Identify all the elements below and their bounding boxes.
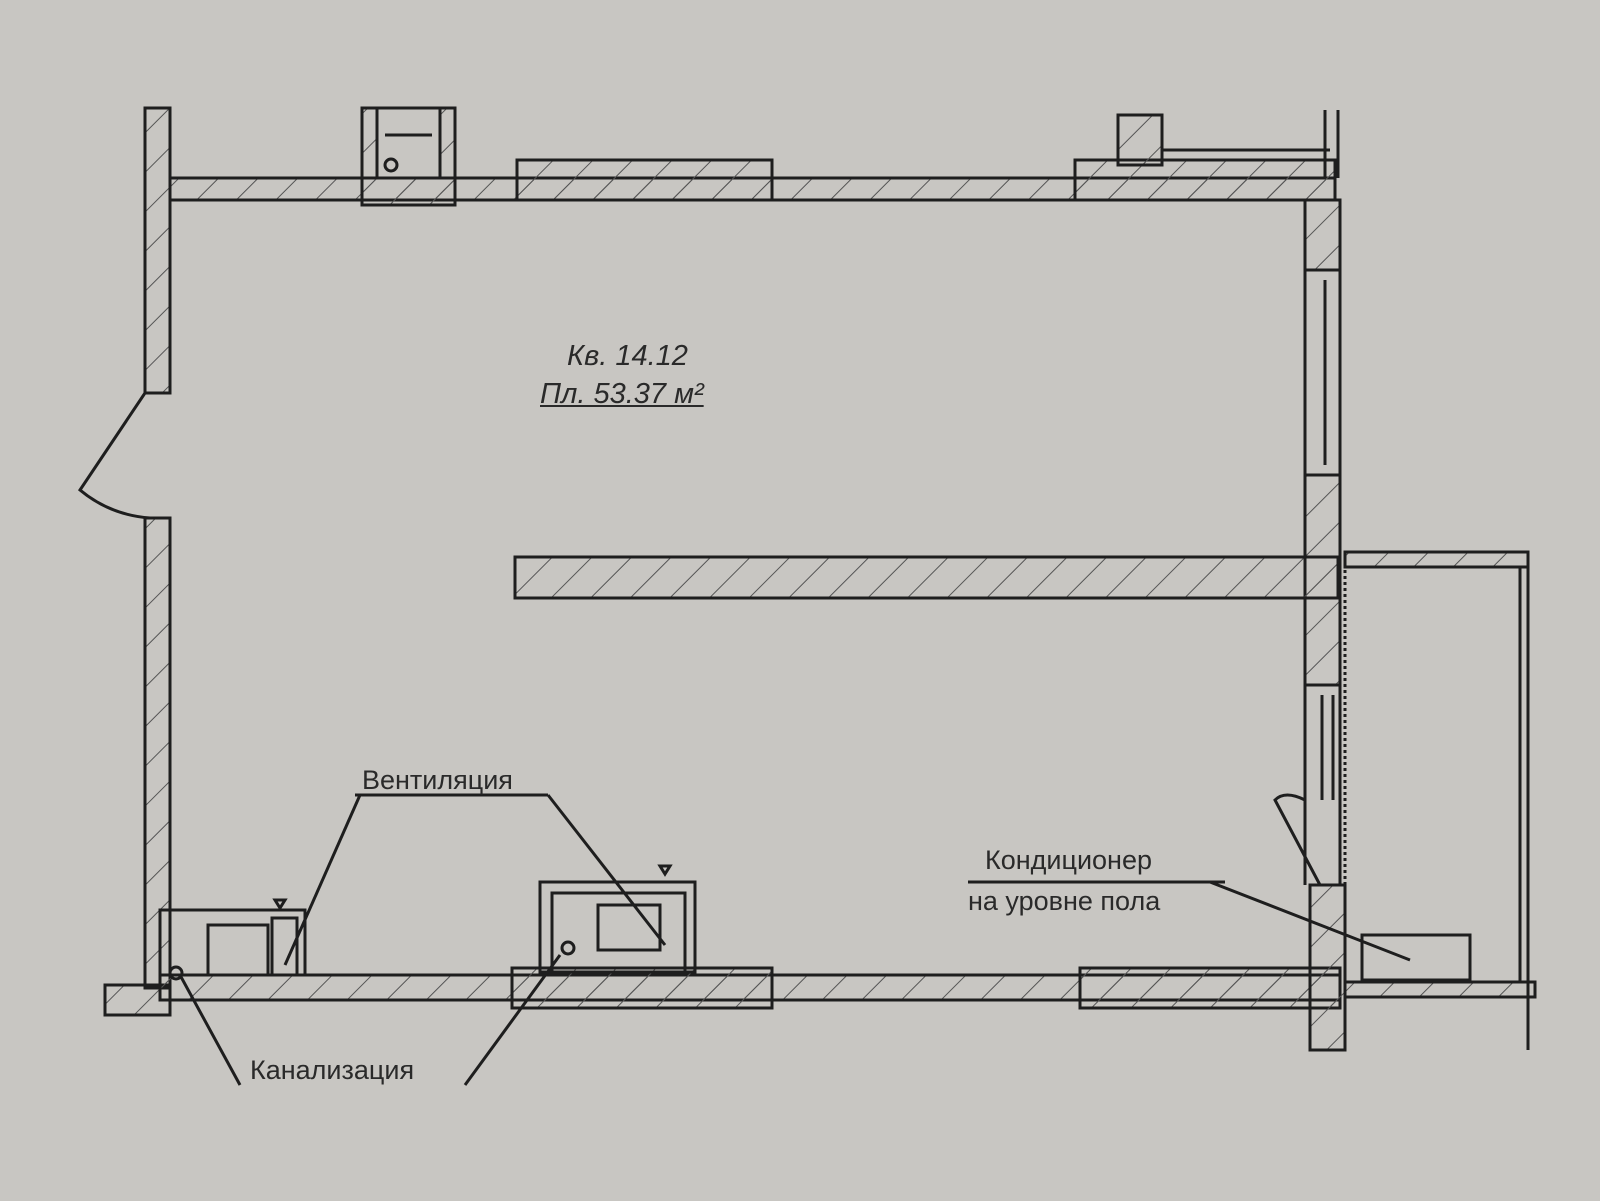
balcony-door xyxy=(1273,793,1322,886)
sewerage-label: Канализация xyxy=(250,1055,415,1085)
ac-label-line1: Кондиционер xyxy=(985,845,1152,875)
wall-right-1 xyxy=(1303,198,1342,272)
balcony-wall-top xyxy=(1343,550,1530,569)
partition-wall xyxy=(513,555,1340,600)
window-top-2 xyxy=(1073,158,1337,202)
balcony-wall-bottom xyxy=(1343,980,1537,999)
entry-door xyxy=(78,392,151,520)
vent-box-center xyxy=(538,880,697,974)
unit-area: Пл. 53.37 м² xyxy=(540,378,704,410)
ac-label-line2: на уровне пола xyxy=(968,886,1161,916)
ac-unit xyxy=(1360,933,1472,982)
wall-right-3 xyxy=(1308,883,1347,1052)
ventilation-label: Вентиляция xyxy=(362,765,513,795)
window-bottom-1 xyxy=(510,966,774,1010)
chimney-top-right xyxy=(1116,113,1164,167)
wall-left-upper xyxy=(143,106,172,395)
wall-left-lower xyxy=(143,516,172,990)
unit-number: Кв. 14.12 xyxy=(567,340,688,372)
window-bottom-2 xyxy=(1078,966,1342,1010)
window-top-1 xyxy=(515,158,774,202)
vent-box-left xyxy=(158,908,307,977)
